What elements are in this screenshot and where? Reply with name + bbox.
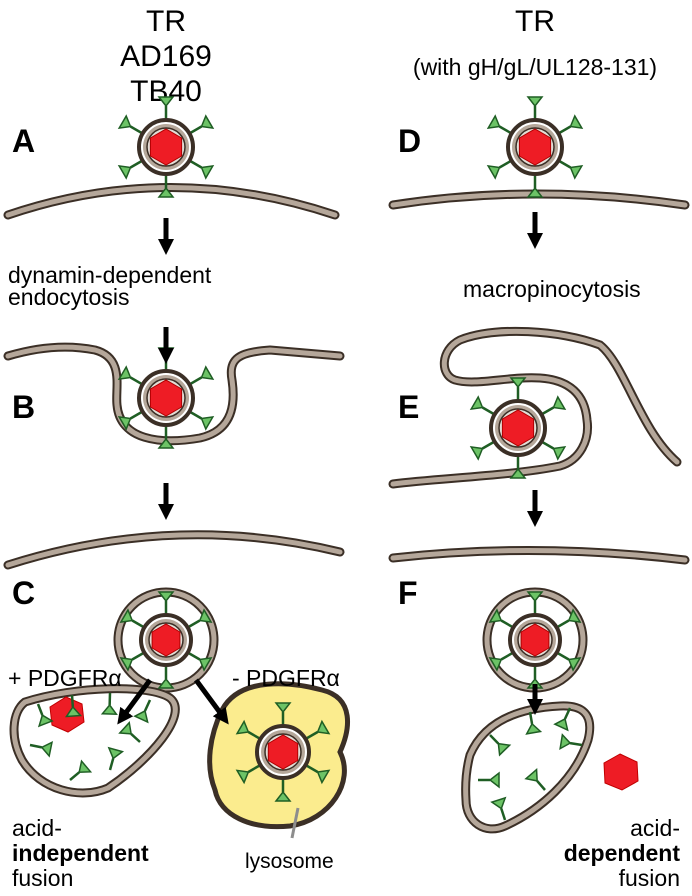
left-header-line2: AD169 — [120, 40, 212, 73]
glycoprotein-right-1 — [489, 734, 512, 757]
panel-label-e: E — [398, 389, 419, 425]
membrane-c — [3, 530, 345, 570]
lysosome-label: lysosome — [245, 850, 334, 873]
glycoprotein-left-8 — [118, 721, 141, 743]
step-left-line2: endocytosis — [8, 284, 129, 310]
membrane-a — [3, 183, 340, 220]
glycoprotein-left-7 — [107, 746, 125, 771]
glycoprotein-left-5 — [29, 740, 54, 758]
right-header-line1: TR — [515, 5, 555, 38]
panel-label-f: F — [398, 575, 418, 611]
glycoprotein-left-2 — [65, 694, 83, 718]
virion-e — [469, 377, 567, 479]
outcome-right-line1: acid- — [630, 815, 680, 841]
lysosome-leader-line — [290, 807, 300, 839]
step-right: macropinocytosis — [463, 276, 641, 302]
glycoprotein-right-4 — [559, 733, 583, 750]
arrows — [117, 212, 544, 725]
panel-label-d: D — [398, 123, 421, 159]
virions-layer — [117, 96, 584, 802]
outcome-left-line2: independent — [12, 840, 149, 866]
virion-f — [488, 591, 582, 689]
virion-b — [117, 347, 215, 449]
panel-label-b: B — [12, 389, 35, 425]
outcome-left-line3: fusion — [12, 865, 73, 891]
right-header-line2: (with gH/gL/UL128-131) — [413, 54, 657, 80]
virion-a — [117, 96, 215, 198]
glycoprotein-left-6 — [69, 759, 93, 781]
glycoprotein-left-3 — [100, 692, 118, 715]
glycoprotein-left-4 — [133, 699, 152, 724]
branch-minus-pdgfra: - PDGFRα — [232, 665, 340, 691]
outcome-left-line1: acid- — [12, 815, 62, 841]
inserted-glycoproteins — [29, 692, 583, 821]
arrow-c-plus — [117, 678, 153, 725]
step-left-line1: dynamin-dependent — [8, 262, 212, 288]
fused-vesicle-right — [461, 701, 595, 834]
glycoprotein-right-3 — [553, 707, 572, 732]
arrow-c-minus — [193, 678, 229, 725]
glycoprotein-right-5 — [524, 767, 546, 791]
virion-lysosome — [235, 702, 331, 802]
outcome-right-line2: dependent — [564, 840, 681, 866]
released-capsid-right — [603, 753, 639, 791]
glycoprotein-left-1 — [36, 703, 54, 728]
panel-label-a: A — [12, 123, 35, 159]
left-header-line1: TR — [146, 5, 186, 38]
glycoprotein-right-7 — [478, 771, 500, 789]
membrane-f — [388, 545, 690, 565]
panel-label-c: C — [12, 575, 35, 611]
glycoprotein-right-6 — [490, 796, 507, 821]
membrane-e-ruffle — [388, 326, 682, 489]
membrane-b-invagination — [3, 342, 345, 446]
branch-plus-pdgfra: + PDGFRα — [8, 665, 122, 691]
virion-d — [486, 96, 584, 198]
virion-c — [119, 591, 213, 689]
outcome-right-line3: fusion — [619, 865, 680, 891]
